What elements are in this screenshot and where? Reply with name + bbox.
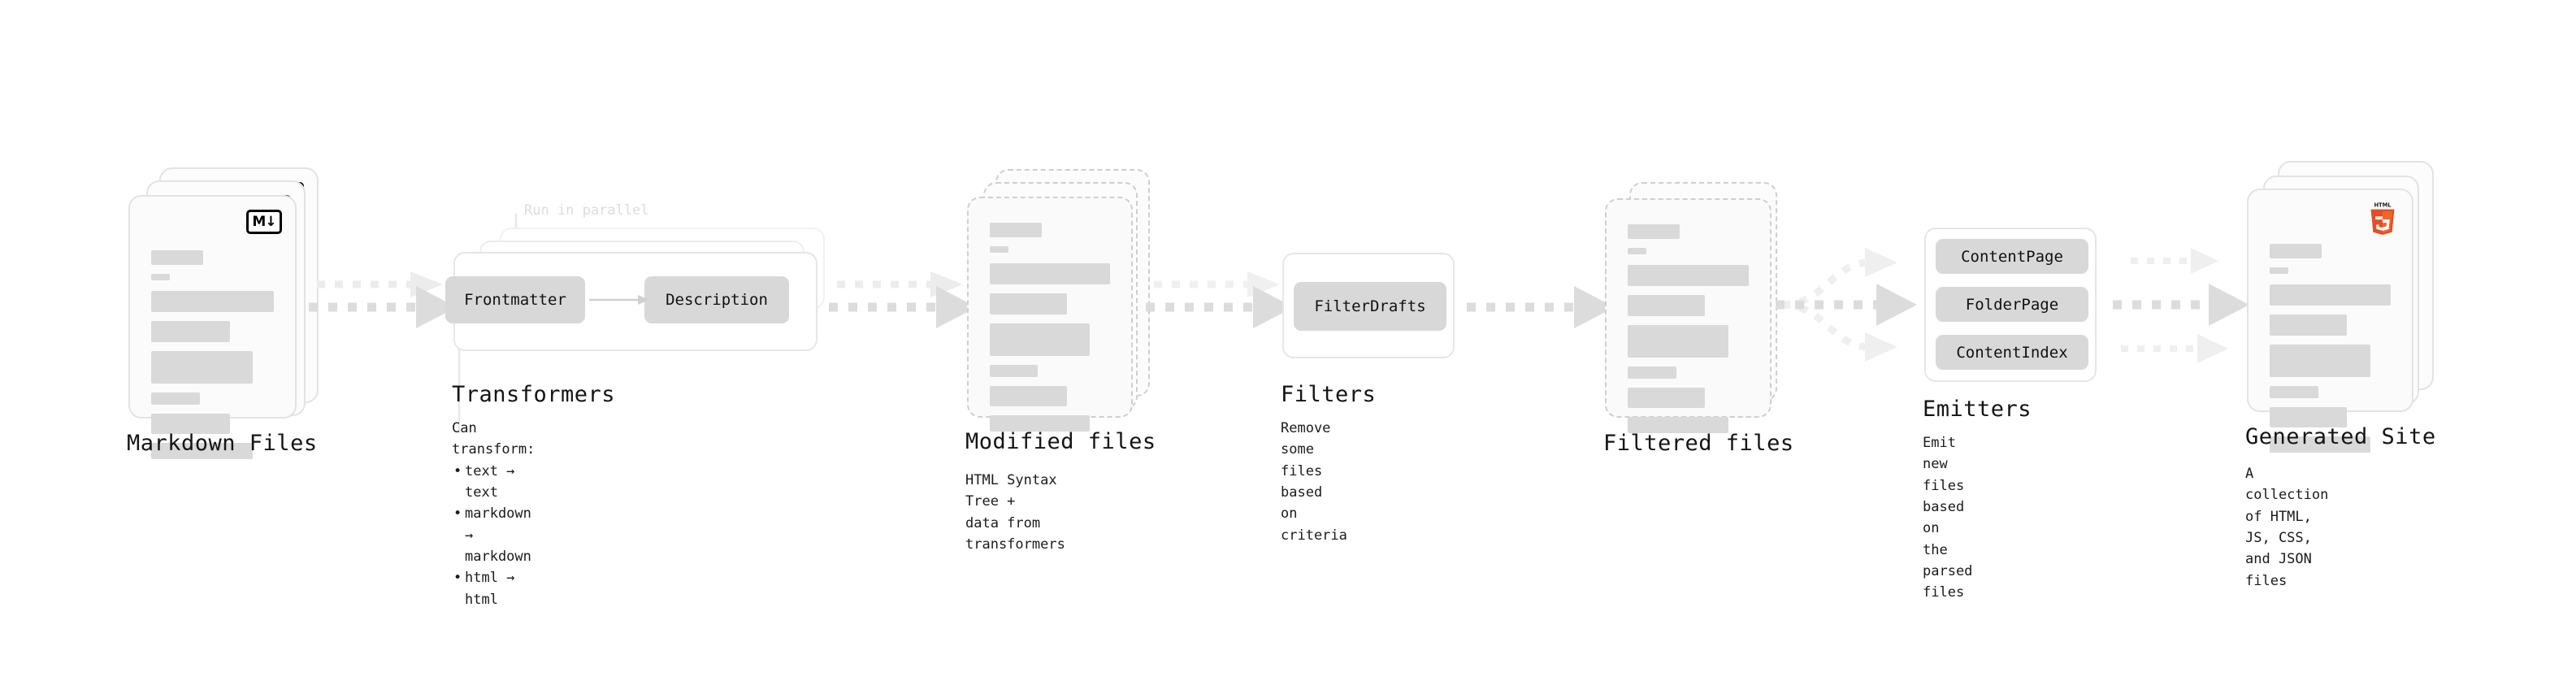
connector-transformers-to-modified-files	[829, 271, 977, 328]
transformers-bullet: html → html	[453, 567, 535, 610]
skeleton-bar	[1628, 325, 1728, 358]
transformers-lead: Can transform:	[452, 420, 536, 458]
skeleton-bar	[2270, 407, 2348, 427]
skeleton-bar	[1628, 248, 1646, 254]
generated-card-front: HTML	[2247, 189, 2413, 453]
transformer-arrow	[589, 295, 649, 305]
skeleton-bars	[990, 223, 1110, 440]
transformers-bullet: markdown → markdown	[453, 503, 535, 567]
skeleton-bar	[2270, 267, 2288, 274]
skeleton-bar	[990, 223, 1042, 237]
skeleton-bar	[151, 321, 230, 342]
skeleton-bar	[2270, 436, 2370, 453]
skeleton-bar	[151, 274, 170, 280]
skeleton-bar	[990, 263, 1110, 284]
stage-title-transformers: Transformers	[452, 382, 616, 407]
emitter-chip-folderpage[interactable]: FolderPage	[1936, 287, 2088, 322]
skeleton-bar	[990, 246, 1008, 253]
skeleton-bar	[990, 415, 1090, 432]
modified-card-front	[967, 197, 1133, 432]
transformer-group-front[interactable]: Frontmatter Description	[445, 252, 817, 351]
markdown-icon: M↓	[246, 210, 282, 234]
skeleton-bar	[151, 250, 203, 265]
skeleton-bars	[1628, 224, 1749, 442]
connector-filters-to-filtered-files	[1467, 286, 1615, 328]
skeleton-bar	[1628, 224, 1680, 239]
skeleton-bar	[151, 351, 254, 384]
connector-modified-files-to-filters	[1146, 271, 1294, 328]
markdown-card-front: M↓	[128, 195, 297, 459]
skeleton-bar	[1628, 265, 1749, 286]
skeleton-bar	[151, 443, 254, 459]
skeleton-bar	[151, 291, 274, 312]
connector-markdown-to-transformers	[309, 271, 457, 328]
stage-title-modified-files: Modified files	[965, 429, 1156, 454]
filter-chip-filterdrafts[interactable]: FilterDrafts	[1294, 282, 1446, 331]
stage-subtitle-filters: Remove some files based on criteria	[1281, 420, 1347, 544]
skeleton-bar	[990, 386, 1067, 406]
emitter-chip-contentpage[interactable]: ContentPage	[1936, 239, 2088, 274]
transformer-chip-description[interactable]: Description	[644, 276, 789, 323]
skeleton-bar	[1628, 388, 1706, 408]
skeleton-bar	[1628, 417, 1728, 433]
stage-subtitle-emitters: Emit new files based on the parsed files	[1923, 435, 1973, 601]
svg-text:HTML: HTML	[2374, 202, 2392, 209]
stage-subtitle-generated-site: A collection of HTML, JS, CSS, and JSON …	[2245, 466, 2329, 589]
connector-filtered-files-to-emitters	[1776, 248, 1917, 362]
stage-title-filters: Filters	[1281, 382, 1377, 407]
connector-emitters-to-generated-site	[2113, 248, 2249, 363]
transformer-chip-frontmatter[interactable]: Frontmatter	[445, 276, 585, 323]
skeleton-bar	[990, 323, 1090, 356]
skeleton-bar	[2270, 314, 2348, 336]
skeleton-bar	[151, 414, 230, 434]
skeleton-bars	[151, 250, 274, 468]
skeleton-bars	[2270, 244, 2391, 462]
stage-title-markdown-files: Markdown Files	[127, 431, 318, 456]
skeleton-bar	[2270, 345, 2370, 377]
skeleton-bar	[1628, 367, 1676, 379]
skeleton-bar	[2270, 244, 2322, 258]
stage-title-generated-site: Generated Site	[2245, 424, 2436, 449]
skeleton-bar	[2270, 284, 2391, 306]
filters-group[interactable]: FilterDrafts	[1282, 253, 1455, 358]
stage-title-emitters: Emitters	[1923, 397, 2032, 422]
transformers-description: Can transform: text → text markdown → ma…	[452, 418, 535, 610]
html5-icon: HTML	[2370, 202, 2395, 235]
skeleton-bar	[990, 293, 1067, 314]
transformers-bullet: text → text	[453, 461, 535, 504]
emitters-group[interactable]: ContentPage FolderPage ContentIndex	[1924, 228, 2097, 382]
stage-title-filtered-files: Filtered files	[1603, 431, 1794, 456]
skeleton-bar	[2270, 386, 2318, 398]
filtered-card-front	[1605, 198, 1772, 433]
skeleton-bar	[990, 365, 1039, 377]
emitter-chip-contentindex[interactable]: ContentIndex	[1936, 335, 2088, 370]
stage-subtitle-modified-files: HTML Syntax Tree + data from transformer…	[965, 472, 1065, 553]
skeleton-bar	[1628, 295, 1706, 316]
run-in-parallel-label: Run in parallel	[524, 202, 649, 219]
skeleton-bar	[151, 393, 201, 405]
